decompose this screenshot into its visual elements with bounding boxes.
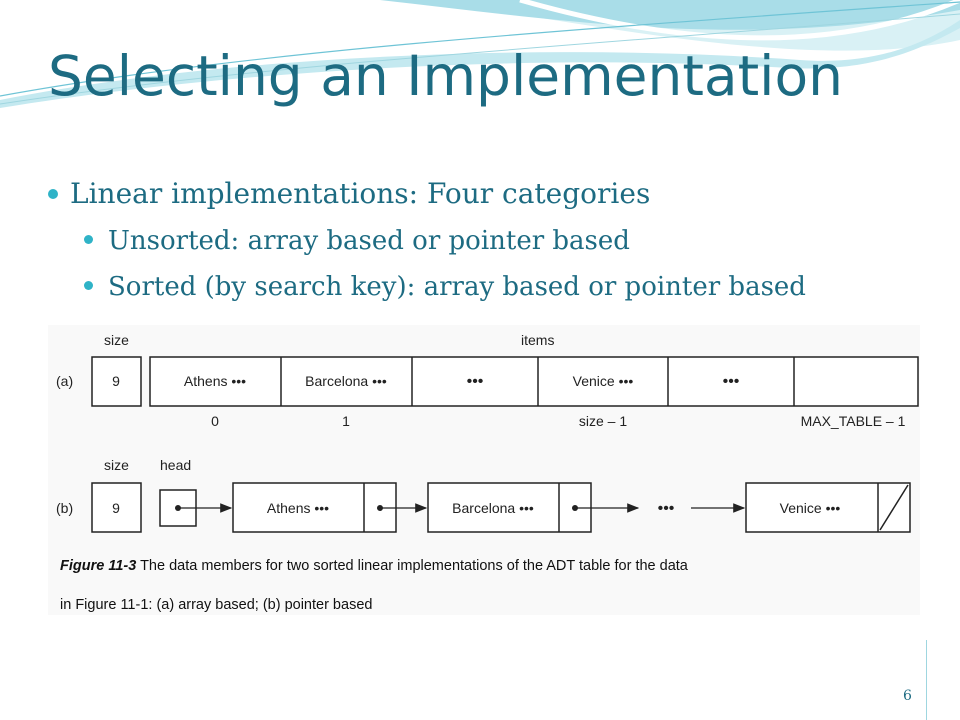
- node-item: Venice •••: [780, 500, 841, 516]
- items-label: items: [521, 332, 554, 348]
- null-pointer-icon: [879, 484, 909, 531]
- footer-accent-line: [926, 640, 927, 720]
- array-cell: Athens •••: [184, 373, 246, 389]
- size-box-b: [91, 482, 142, 533]
- head-label: head: [160, 457, 191, 473]
- array-index: size – 1: [579, 413, 627, 429]
- label-b: (b): [56, 500, 73, 516]
- array-index: MAX_TABLE – 1: [801, 413, 906, 429]
- bullet-text: Unsorted: array based or pointer based: [108, 226, 630, 256]
- bullet-text: Linear implementations: Four categories: [70, 177, 651, 210]
- array-index: 1: [342, 413, 350, 429]
- items-array: [149, 356, 919, 407]
- node-item: Barcelona •••: [452, 500, 534, 516]
- data-members-diagram: (a) size items 9 Athens ••• Barcelona ••…: [56, 332, 919, 533]
- sub-bullet-item: Unsorted: array based or pointer based: [48, 218, 948, 264]
- slide-title: Selecting an Implementation: [48, 44, 843, 108]
- array-cell: •••: [467, 373, 484, 390]
- size-value-b: 9: [112, 500, 120, 516]
- array-index: 0: [211, 413, 219, 429]
- list-ellipsis: •••: [658, 500, 675, 517]
- label-a: (a): [56, 373, 73, 389]
- bullet-dot-icon: [84, 235, 93, 244]
- list-node: [745, 482, 911, 533]
- size-label-b: size: [104, 457, 129, 473]
- array-cell: Barcelona •••: [305, 373, 387, 389]
- bullet-dot-icon: [84, 281, 93, 290]
- sub-bullet-item: Sorted (by search key): array based or p…: [48, 264, 948, 310]
- size-label-a: size: [104, 332, 129, 348]
- bullet-dot-icon: [48, 189, 58, 199]
- size-box-a: [91, 356, 142, 407]
- figure-caption-line1: Figure 11-3 The data members for two sor…: [60, 558, 688, 574]
- bullet-list: Linear implementations: Four categories …: [48, 170, 948, 310]
- node-item: Athens •••: [267, 500, 329, 516]
- array-cell: Venice •••: [573, 373, 634, 389]
- figure-11-3: (a) size items 9 Athens ••• Barcelona ••…: [48, 325, 920, 615]
- list-node: [427, 482, 592, 533]
- list-node: [232, 482, 397, 533]
- header-wave-decoration: [0, 0, 960, 108]
- size-value-a: 9: [112, 373, 120, 389]
- figure-ref: Figure 11-3: [60, 558, 137, 574]
- bullet-item: Linear implementations: Four categories: [48, 170, 948, 218]
- bullet-text: Sorted (by search key): array based or p…: [108, 272, 806, 302]
- page-number: 6: [903, 688, 912, 704]
- figure-caption-line2: in Figure 11-1: (a) array based; (b) poi…: [60, 597, 373, 613]
- caption-text: The data members for two sorted linear i…: [140, 558, 688, 574]
- array-cell: •••: [723, 373, 740, 390]
